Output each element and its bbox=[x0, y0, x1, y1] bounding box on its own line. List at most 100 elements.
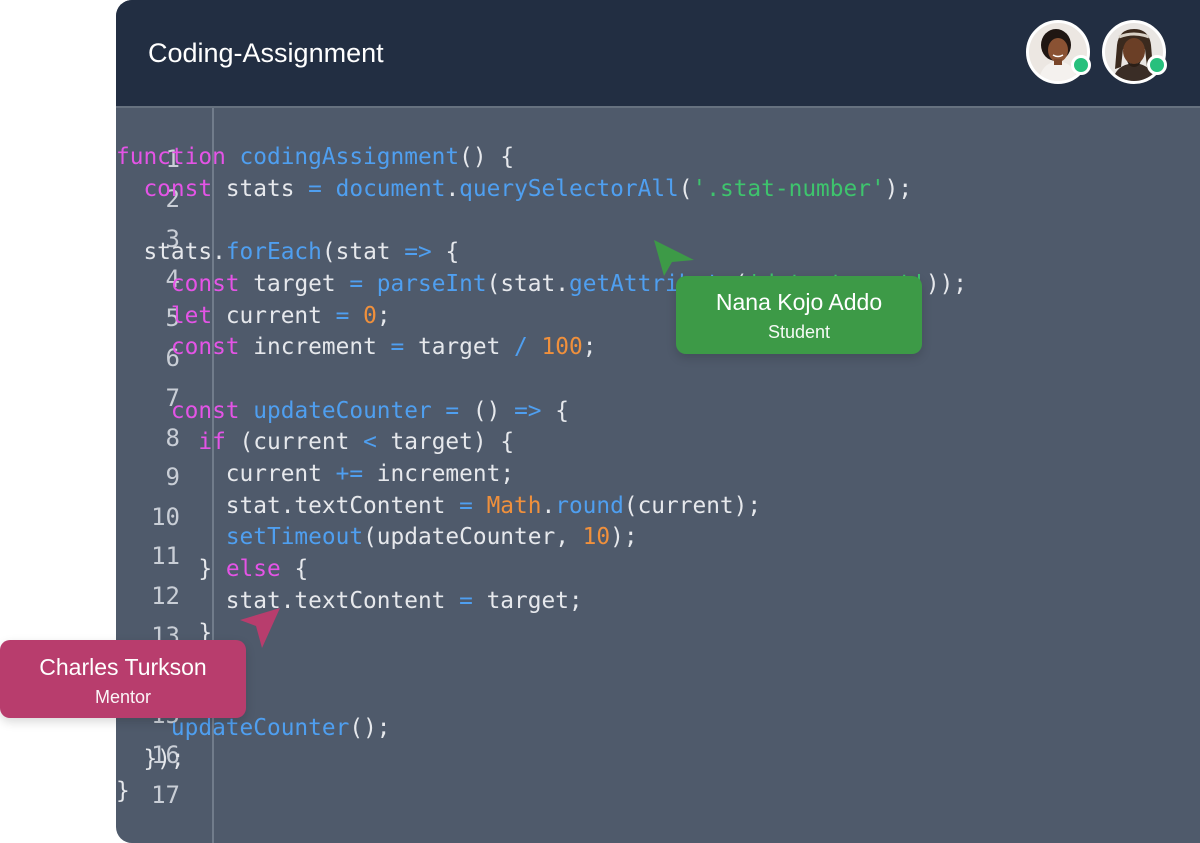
code-line: }); bbox=[116, 744, 185, 774]
code-line: } else { bbox=[116, 554, 308, 584]
code-token: (current); bbox=[623, 492, 762, 519]
code-token: function bbox=[116, 144, 240, 170]
student-role: Student bbox=[767, 322, 831, 342]
code-token: ; bbox=[582, 334, 597, 361]
code-token: let bbox=[170, 302, 226, 329]
code-token: () bbox=[472, 397, 515, 424]
code-token: increment; bbox=[376, 461, 515, 487]
student-cursor-label: Nana Kojo Addo Student bbox=[676, 276, 922, 354]
code-token: '.stat-number' bbox=[692, 175, 885, 202]
code-token: () { bbox=[459, 144, 515, 170]
code-token: codingAssignment bbox=[239, 144, 460, 170]
code-line: function codingAssignment() { bbox=[116, 142, 514, 172]
code-token: . bbox=[541, 492, 556, 519]
mentor-name: Charles Turkson bbox=[39, 654, 207, 680]
code-area[interactable]: function codingAssignment() { const stat… bbox=[116, 0, 1200, 843]
code-token: ; bbox=[376, 302, 391, 329]
line-number: 16 bbox=[151, 741, 180, 769]
code-token: (current bbox=[239, 429, 364, 456]
code-token: => bbox=[404, 239, 446, 266]
line-number: 5 bbox=[165, 304, 180, 332]
code-line: setTimeout(updateCounter, 10); bbox=[116, 522, 638, 552]
code-token: { bbox=[294, 556, 309, 583]
line-number: 4 bbox=[165, 265, 180, 293]
code-token: else bbox=[225, 556, 295, 583]
line-number: 9 bbox=[165, 463, 180, 491]
code-line: const increment = target / 100; bbox=[116, 332, 597, 362]
line-number: 7 bbox=[165, 384, 180, 412]
code-token: target) { bbox=[390, 429, 515, 456]
code-line: const updateCounter = () => { bbox=[116, 396, 569, 426]
code-token: { bbox=[555, 397, 569, 424]
code-token: current bbox=[116, 461, 336, 487]
line-number: 1 bbox=[165, 145, 180, 173]
code-token: Math bbox=[486, 492, 542, 519]
code-token: ); bbox=[610, 524, 638, 551]
code-token: if bbox=[198, 429, 240, 456]
code-line: } bbox=[116, 618, 212, 648]
mentor-role: Mentor bbox=[94, 687, 152, 707]
code-line: let current = 0; bbox=[116, 301, 391, 331]
code-token: stat.textContent bbox=[116, 587, 460, 614]
code-line: if (current < target) { bbox=[116, 427, 514, 457]
code-token: = bbox=[335, 302, 364, 329]
title-bar: Coding-Assignment bbox=[116, 0, 1200, 108]
code-token: current bbox=[225, 302, 336, 329]
code-token: const bbox=[170, 270, 254, 297]
code-token: stats bbox=[225, 175, 309, 202]
code-line: stat.textContent = target; bbox=[116, 586, 583, 616]
code-token: = bbox=[390, 334, 418, 361]
code-token bbox=[116, 429, 198, 455]
code-line: stats.forEach(stat => { bbox=[116, 237, 459, 267]
code-token: += bbox=[335, 461, 377, 487]
code-token bbox=[116, 334, 171, 360]
code-token: target bbox=[417, 334, 515, 361]
code-token: ); bbox=[884, 175, 913, 202]
code-token: const bbox=[143, 175, 226, 202]
code-token: stats. bbox=[116, 239, 226, 266]
code-token: } bbox=[116, 619, 213, 646]
code-token: ( bbox=[678, 175, 693, 202]
code-token bbox=[116, 398, 171, 424]
code-token bbox=[116, 524, 226, 550]
code-token: )); bbox=[925, 270, 968, 297]
line-number: 2 bbox=[165, 185, 180, 213]
code-token: increment bbox=[253, 334, 391, 361]
mentor-cursor-icon bbox=[240, 608, 280, 648]
code-token bbox=[116, 271, 171, 297]
code-token bbox=[116, 303, 171, 329]
code-token bbox=[116, 715, 171, 741]
code-token: }); bbox=[116, 746, 185, 773]
student-name: Nana Kojo Addo bbox=[715, 289, 883, 315]
code-token: (stat. bbox=[486, 270, 569, 297]
online-status-dot bbox=[1071, 55, 1091, 75]
participant-avatar-student[interactable] bbox=[1026, 20, 1091, 84]
code-line: updateCounter(); bbox=[116, 713, 391, 743]
line-number: 17 bbox=[151, 781, 180, 809]
mentor-cursor-label: Charles Turkson Mentor bbox=[0, 640, 246, 718]
code-line: current += increment; bbox=[116, 459, 514, 489]
code-token: (stat bbox=[321, 239, 405, 266]
code-token: updateCounter bbox=[170, 714, 350, 741]
code-token: setTimeout bbox=[225, 524, 364, 551]
code-token: forEach bbox=[225, 239, 322, 266]
code-token bbox=[116, 176, 143, 202]
code-token: 10 bbox=[582, 524, 611, 551]
code-token: (); bbox=[349, 714, 391, 741]
student-cursor-icon bbox=[654, 240, 694, 276]
code-token: => bbox=[514, 397, 556, 424]
line-number: 12 bbox=[151, 582, 180, 610]
code-token: target; bbox=[486, 587, 583, 614]
participant-avatar-mentor[interactable] bbox=[1102, 20, 1167, 84]
code-token: (updateCounter, bbox=[363, 524, 583, 551]
code-token: document bbox=[335, 175, 446, 202]
code-token: . bbox=[445, 175, 460, 202]
code-line: stat.textContent = Math.round(current); bbox=[116, 491, 761, 521]
code-token: = bbox=[459, 587, 487, 614]
code-token: } bbox=[116, 778, 130, 804]
code-token: = bbox=[308, 175, 336, 202]
code-token: updateCounter bbox=[253, 397, 446, 424]
code-line: const stats = document.querySelectorAll(… bbox=[116, 174, 912, 204]
code-token: target bbox=[253, 270, 350, 297]
